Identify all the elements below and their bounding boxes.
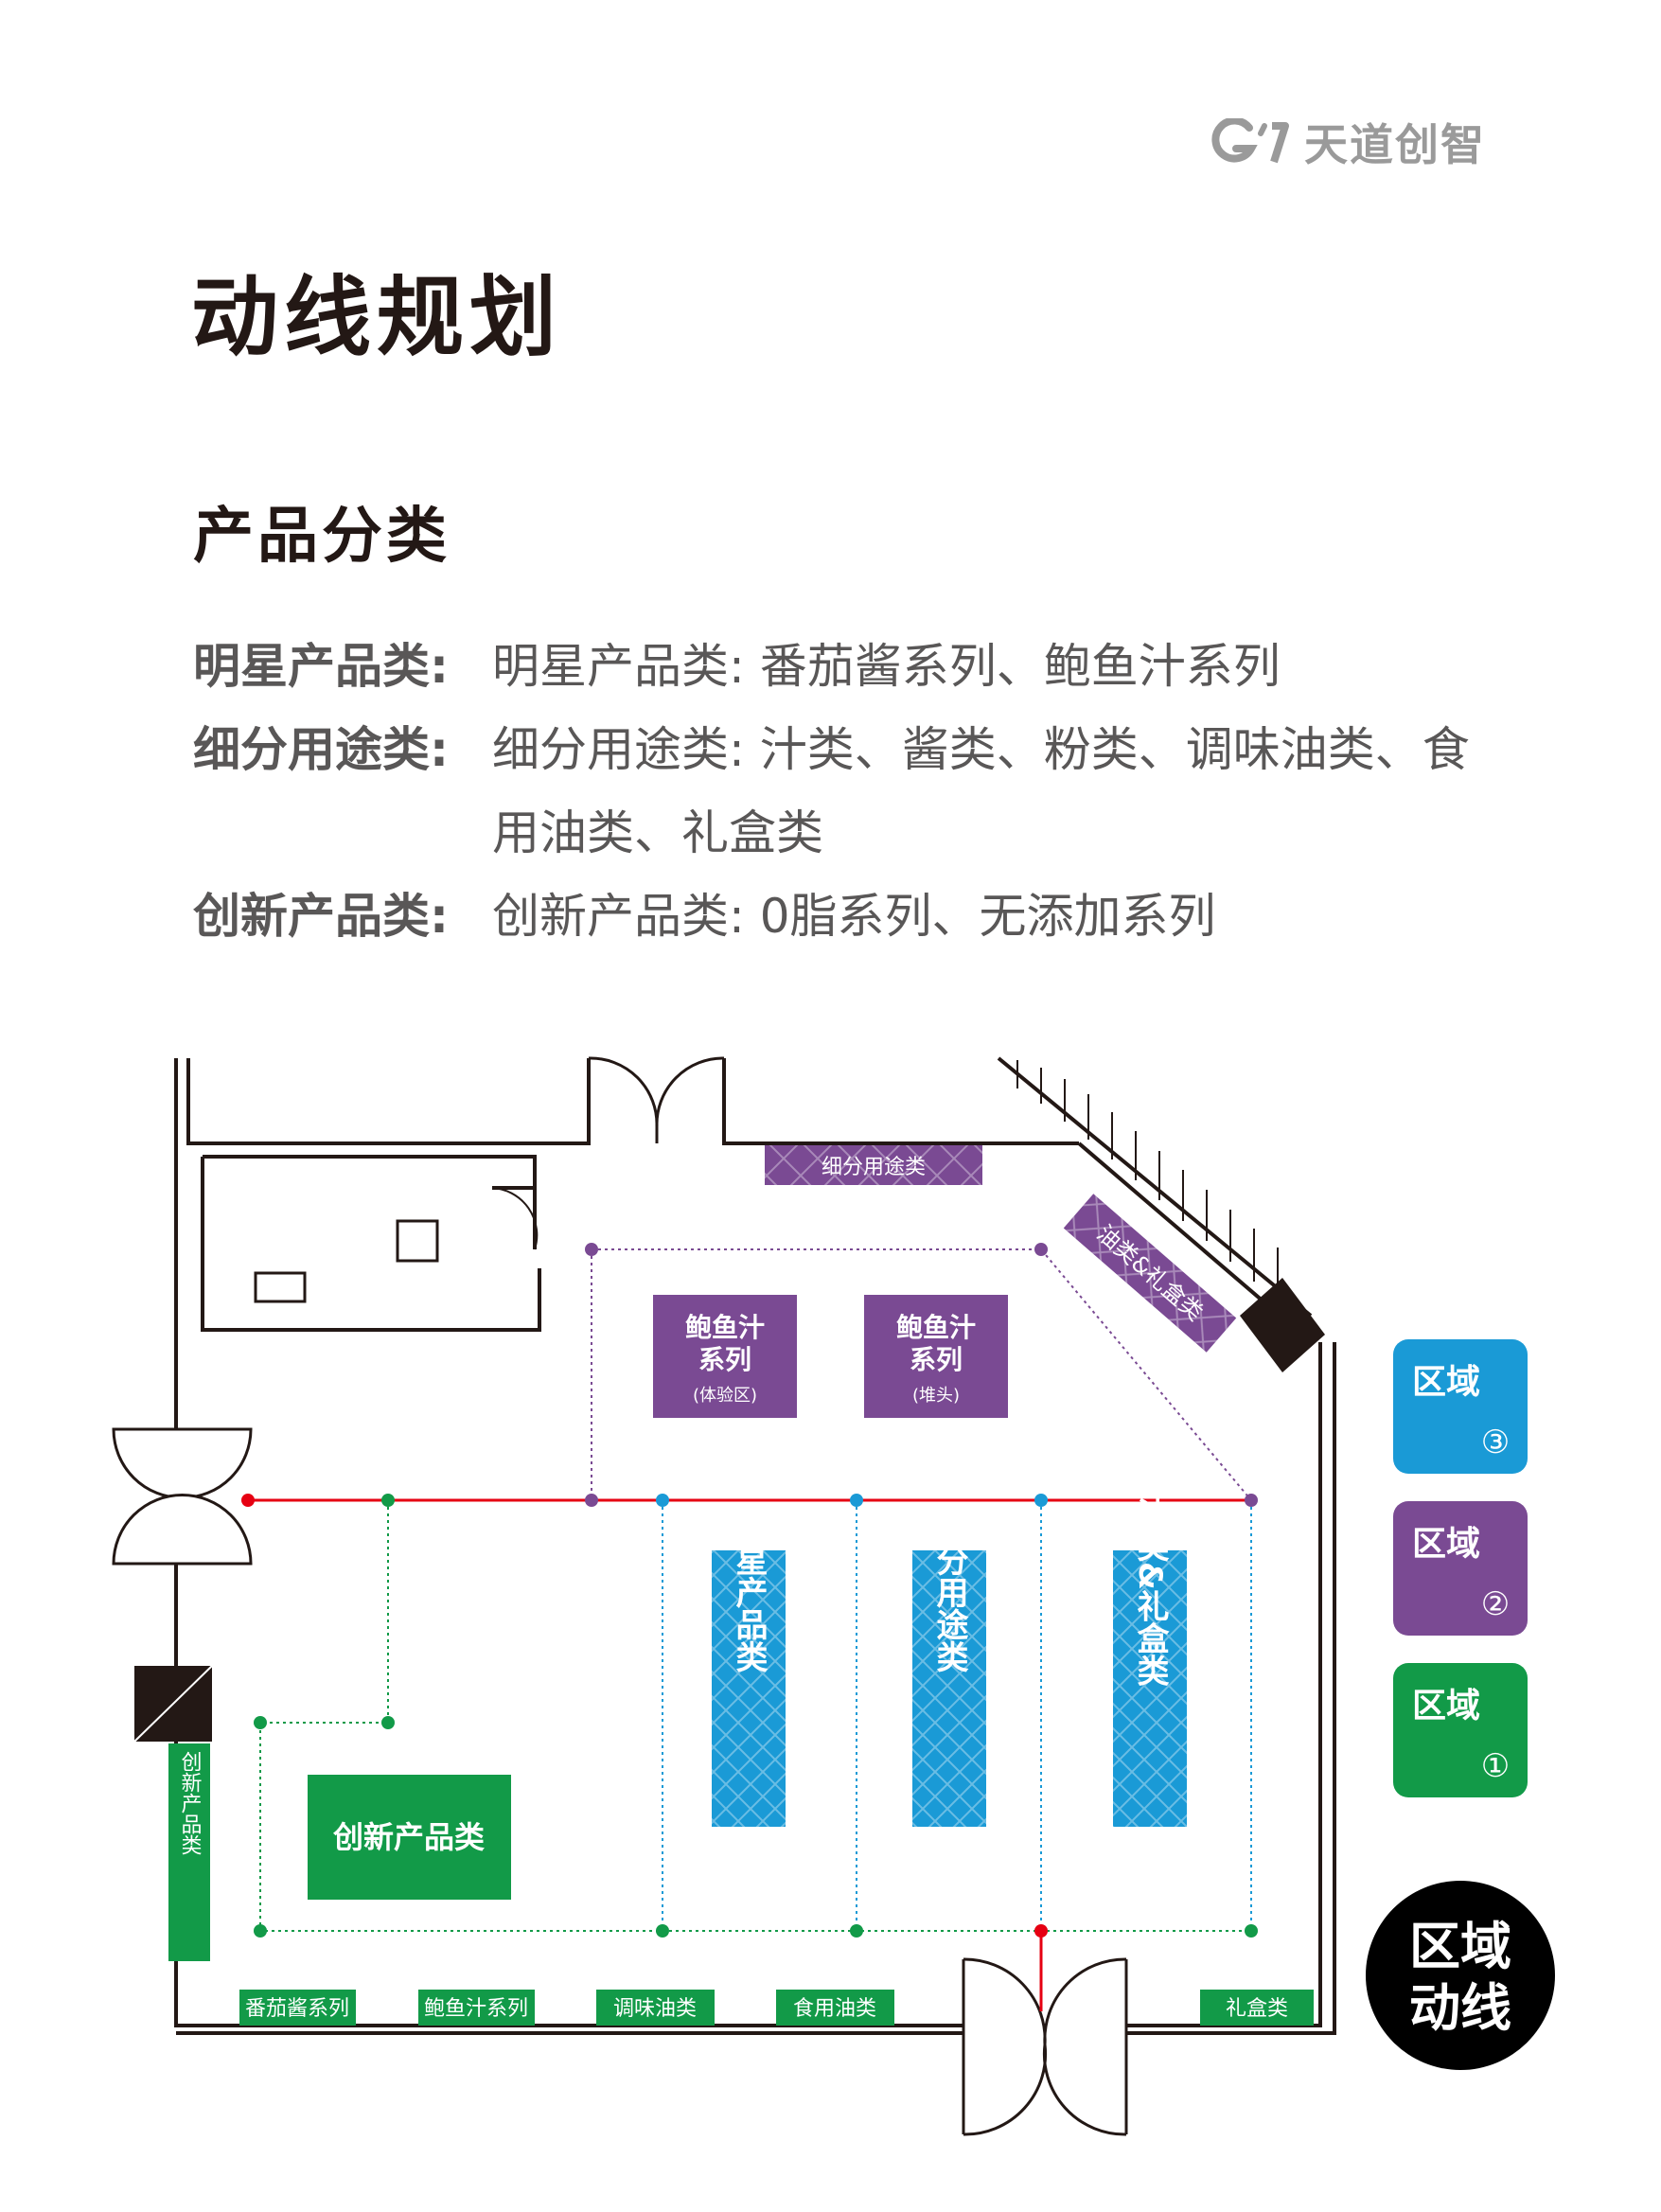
purple-block-display: 鲍鱼汁 系列 (堆头)	[864, 1295, 1008, 1418]
legend-label: 区域	[1412, 1687, 1480, 1725]
shelf-label: 调味油类	[613, 1997, 697, 2021]
block-label: 创新产品类	[332, 1819, 485, 1855]
category-row: 明星产品类: 明星产品类: 番茄酱系列、鲍鱼汁系列	[193, 625, 1537, 708]
blue-shelf-purpose: 细分用途类	[912, 1512, 986, 1827]
zone1-flow-line	[259, 1500, 1251, 1932]
category-value: 细分用途类: 汁类、酱类、粉类、调味油类、食用油类、礼盒类	[492, 722, 1470, 860]
shelf-label: 油类&礼盒类	[1091, 1220, 1208, 1326]
legend-number: ③	[1481, 1424, 1510, 1461]
floor-plan: 细分用途类 油类&礼盒类 创新产品类 番茄酱系列 鲍鱼汁系列 调味油类 食用油类…	[112, 1056, 1555, 2136]
brand-name: 天道创智	[1304, 119, 1486, 170]
column-diagonal	[133, 1665, 213, 1743]
entrance-door	[962, 1957, 1128, 2136]
g1-logo-icon	[1211, 118, 1289, 164]
shelf-left-wall: 创新产品类	[168, 1743, 210, 1961]
shelf-label: 食用油类	[793, 1997, 876, 2021]
legend-label: 区域	[1412, 1363, 1480, 1402]
legend-number: ①	[1481, 1747, 1510, 1785]
flow-markers	[241, 1243, 1258, 1938]
page-title: 动线规划	[191, 267, 563, 368]
category-label: 明星产品类:	[193, 639, 449, 694]
flow-badge-label: 动线	[1409, 1978, 1511, 2038]
section-title: 产品分类	[193, 502, 451, 572]
category-label: 细分用途类:	[193, 722, 449, 777]
shelf-label: 创新产品类	[178, 1751, 203, 1855]
category-row: 创新产品类: 创新产品类: 0脂系列、无添加系列	[193, 875, 1537, 958]
diagonal-hatch	[1016, 1060, 1279, 1302]
legend-zone-3: 区域 ③	[1393, 1339, 1528, 1474]
walls	[174, 1056, 1336, 2035]
inner-door-arc	[491, 1187, 539, 1250]
left-double-door	[112, 1427, 253, 1566]
green-block-innovation: 创新产品类	[308, 1775, 511, 1900]
flow-badge-label: 区域	[1409, 1917, 1511, 1976]
block-label: 鲍鱼汁	[685, 1312, 765, 1343]
zone2-flow-line	[591, 1248, 1252, 1501]
shelf-top-wall: 细分用途类	[765, 1145, 982, 1185]
legend-label: 区域	[1412, 1525, 1480, 1564]
block-label: 鲍鱼汁	[896, 1312, 976, 1343]
legend-zone-2: 区域 ②	[1393, 1501, 1528, 1636]
block-label: 系列	[698, 1344, 751, 1375]
legend-number: ②	[1481, 1585, 1510, 1623]
category-label: 创新产品类:	[193, 889, 449, 944]
flow-lines	[248, 1248, 1252, 2011]
legend-zone-1: 区域 ①	[1393, 1663, 1528, 1797]
legend-flow-badge: 区域 动线	[1366, 1881, 1555, 2070]
main-flow-line	[248, 1498, 1251, 2011]
category-value: 明星产品类: 番茄酱系列、鲍鱼汁系列	[492, 639, 1281, 694]
brand-logo: 天道创智	[1211, 112, 1486, 172]
top-double-door	[588, 1056, 725, 1143]
blue-shelf-star: 明星产品类	[712, 1512, 786, 1827]
shelf-label: 鲍鱼汁系列	[424, 1997, 528, 2021]
shelf-label: 番茄酱系列	[245, 1997, 349, 2021]
block-note: (堆头)	[912, 1386, 960, 1406]
category-list: 明星产品类: 明星产品类: 番茄酱系列、鲍鱼汁系列 细分用途类: 细分用途类: …	[193, 625, 1537, 958]
shelf-label: 礼盒类	[1226, 1997, 1288, 2021]
bottom-shelves: 番茄酱系列 鲍鱼汁系列 调味油类 食用油类 礼盒类	[239, 1990, 1314, 2026]
shelf-diagonal: 油类&礼盒类	[1063, 1194, 1237, 1353]
blue-shelf-oil-gift: 油类&礼盒类	[1113, 1497, 1187, 1827]
block-note: (体验区)	[693, 1386, 757, 1406]
fixture-box	[396, 1219, 439, 1263]
shelf-label: 细分用途类	[930, 1512, 968, 1672]
purple-block-experience: 鲍鱼汁 系列 (体验区)	[653, 1295, 797, 1418]
category-value: 创新产品类: 0脂系列、无添加系列	[492, 889, 1216, 944]
shelf-label: 油类&礼盒类	[1131, 1497, 1169, 1687]
shelf-label: 细分用途类	[822, 1156, 926, 1179]
category-row: 细分用途类: 细分用途类: 汁类、酱类、粉类、调味油类、食用油类、礼盒类	[193, 708, 1537, 875]
block-label: 系列	[910, 1344, 963, 1375]
shelf-label: 明星产品类	[730, 1512, 768, 1672]
sink	[254, 1271, 307, 1303]
column	[1240, 1278, 1325, 1372]
